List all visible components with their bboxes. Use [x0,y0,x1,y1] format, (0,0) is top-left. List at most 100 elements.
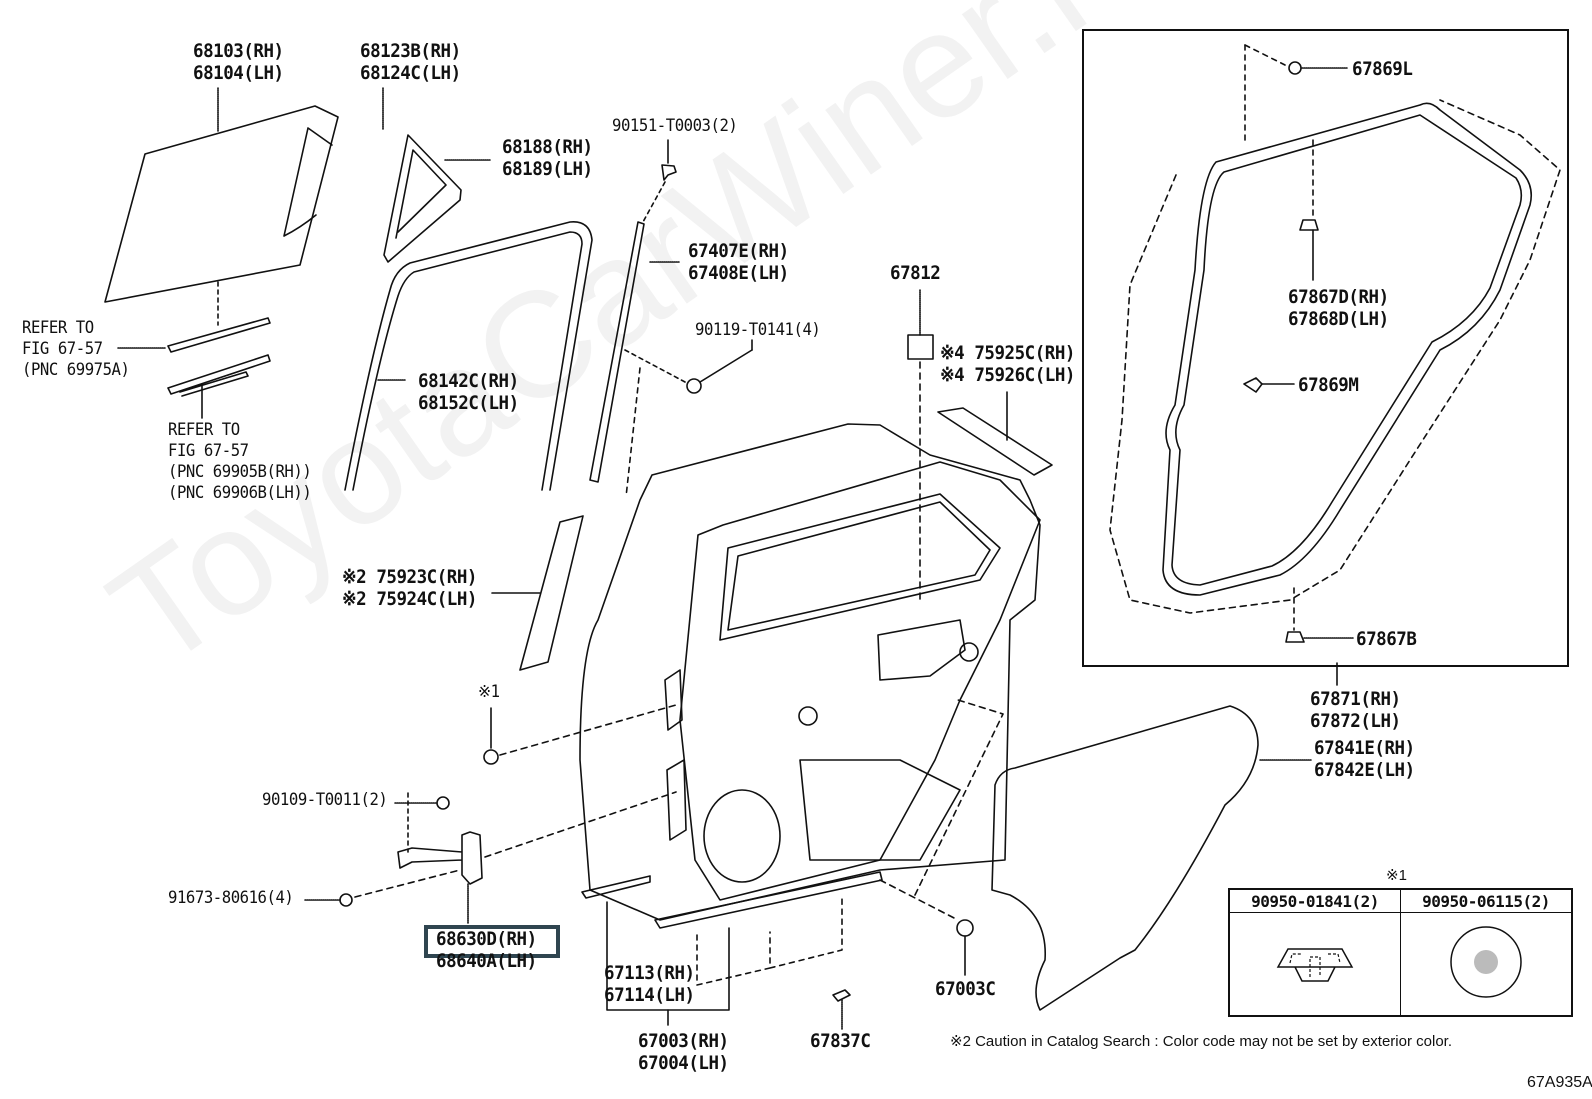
part-67004[interactable]: 67004(LH) [638,1052,729,1074]
door-bottom-edge [654,871,883,929]
run-channel-shape [344,221,593,491]
label-door-check[interactable]: 68630D(RH) 68640A(LH) [436,928,537,972]
cushion-shape [907,334,934,360]
part-90109-T0011[interactable]: 90109-T0011(2) [262,790,388,810]
door-window-opening [719,493,1001,641]
label-division-bar[interactable]: 67407E(RH) 67408E(LH) [688,240,789,284]
label-run-channel[interactable]: 68142C(RH) 68152C(LH) [418,370,519,414]
part-68104[interactable]: 68104(LH) [193,62,284,84]
part-67812[interactable]: 67812 [890,262,941,284]
label-cushion[interactable]: 67812 [890,262,941,284]
part-68189[interactable]: 68189(LH) [502,158,593,180]
clip-b-shape [1285,631,1305,643]
fastener-col-2[interactable]: 90950-06115(2) [1400,888,1573,913]
part-75925C[interactable]: ※4 75925C(RH) [940,342,1075,364]
refer-text: REFER TO [168,420,240,440]
part-75926C[interactable]: ※4 75926C(LH) [940,364,1075,386]
label-clip-bottom[interactable]: 67837C [810,1030,871,1052]
part-68640A[interactable]: 68640A(LH) [436,950,537,972]
label-clip-d[interactable]: 67867D(RH) 67868D(LH) [1288,286,1389,330]
figure-id: 67A935A [1527,1074,1592,1091]
highlight-frame [424,925,560,958]
label-front-frame-tape[interactable]: ※2 75923C(RH) ※2 75924C(LH) [342,566,477,610]
part-67837C[interactable]: 67837C [810,1030,871,1052]
bolt-hinge-shape [339,893,353,907]
part-67869M[interactable]: 67869M [1298,374,1359,396]
label-bolt-division[interactable]: 90119-T0141(4) [695,320,821,341]
label-bolt-check[interactable]: 90109-T0011(2) [262,790,388,811]
part-68152C[interactable]: 68152C(LH) [418,392,519,414]
label-door-panel[interactable]: 67003(RH) 67004(LH) [638,1030,729,1074]
part-67867B[interactable]: 67867B [1356,628,1417,650]
part-67841E[interactable]: 67841E(RH) [1314,737,1415,759]
hole-plug-shape [483,749,499,765]
refer-pnc: (PNC 69975A) [22,360,130,380]
caution-footnote: ※2 Caution in Catalog Search : Color cod… [950,1033,1452,1050]
fastener-col-1[interactable]: 90950-01841(2) [1228,888,1401,913]
label-bolt-hinge[interactable]: 91673-80616(4) [168,888,294,909]
label-door-glass[interactable]: 68103(RH) 68104(LH) [193,40,284,84]
quarter-weatherstrip-shape [383,134,462,263]
label-quarter-glass[interactable]: 68123B(RH) 68124C(LH) [360,40,461,84]
part-67003[interactable]: 67003(RH) [638,1030,729,1052]
part-75923C[interactable]: ※2 75923C(RH) [342,566,477,588]
part-75924C[interactable]: ※2 75924C(LH) [342,588,477,610]
refer-fig-link[interactable]: FIG 67-57 [22,339,103,359]
part-67871[interactable]: 67871(RH) [1310,688,1401,710]
label-rear-frame-tape[interactable]: ※4 75925C(RH) ※4 75926C(LH) [940,342,1075,386]
label-cushion-stopper[interactable]: 67003C [935,978,996,1000]
fastener-table: 90950-01841(2) 90950-06115(2) [1228,888,1573,1017]
part-68630D-highlighted[interactable]: 68630D(RH) [436,928,537,950]
part-67842E[interactable]: 67842E(LH) [1314,759,1415,781]
label-weatherstrip[interactable]: 67871(RH) 67872(LH) [1310,688,1401,732]
door-check-shape [397,831,483,885]
part-67869L[interactable]: 67869L [1352,58,1413,80]
door-inner-frame-shape [679,461,1041,901]
part-68103[interactable]: 68103(RH) [193,40,284,62]
clip-bottom-shape [832,989,851,1002]
refer-fig-link[interactable]: FIG 67-57 [168,441,249,461]
part-67114[interactable]: 67114(LH) [604,984,695,1006]
fastener-cell-1 [1228,912,1401,1017]
quarter-glass-shape [283,127,333,237]
part-67868D[interactable]: 67868D(LH) [1288,308,1389,330]
part-90151-T0003[interactable]: 90151-T0003(2) [612,116,738,136]
dash-bottom-clips [696,894,843,986]
label-clip-l[interactable]: 67869L [1352,58,1413,80]
fastener-cell-2 [1400,912,1573,1017]
part-68124C[interactable]: 68124C(LH) [360,62,461,84]
label-quarter-weatherstrip[interactable]: 68188(RH) 68189(LH) [502,136,593,180]
part-68123B[interactable]: 68123B(RH) [360,40,461,62]
part-68188[interactable]: 68188(RH) [502,136,593,158]
part-67867D[interactable]: 67867D(RH) [1288,286,1389,308]
refer-pnc-rh: (PNC 69905B(RH)) [168,462,312,482]
part-91673-80616[interactable]: 91673-80616(4) [168,888,294,908]
dash-bolt-division [624,349,686,383]
dash-check [484,791,677,858]
leader-bolt-division [699,349,753,383]
front-frame-tape-shape [519,515,584,671]
label-outer-panel[interactable]: 67113(RH) 67114(LH) [604,962,695,1006]
part-67408E[interactable]: 67408E(LH) [688,262,789,284]
label-clip-m[interactable]: 67869M [1298,374,1359,396]
label-refer-fig-2[interactable]: REFER TO FIG 67-57 (PNC 69905B(RH)) (PNC… [168,420,312,504]
label-screw-top[interactable]: 90151-T0003(2) [612,116,738,137]
dash-cushion-stopper [879,699,1004,921]
door-glass-shape [104,105,339,303]
part-67872[interactable]: 67872(LH) [1310,710,1401,732]
outer-panel-lower-edge [581,875,651,899]
dash-hole-plug [499,704,677,756]
bolt-division-shape [686,378,702,394]
part-67113[interactable]: 67113(RH) [604,962,695,984]
refer-pnc-lh: (PNC 69906B(LH)) [168,483,312,503]
part-67407E[interactable]: 67407E(RH) [688,240,789,262]
label-clip-b[interactable]: 67867B [1356,628,1417,650]
weatherstrip-clip-guides [1109,99,1561,614]
part-90119-T0141[interactable]: 90119-T0141(4) [695,320,821,340]
label-service-hole-cover[interactable]: 67841E(RH) 67842E(LH) [1314,737,1415,781]
part-68142C[interactable]: 68142C(RH) [418,370,519,392]
round-plug-icon [1450,926,1522,998]
label-refer-fig-1[interactable]: REFER TO FIG 67-57 (PNC 69975A) [22,318,130,381]
part-67003C[interactable]: 67003C [935,978,996,1000]
